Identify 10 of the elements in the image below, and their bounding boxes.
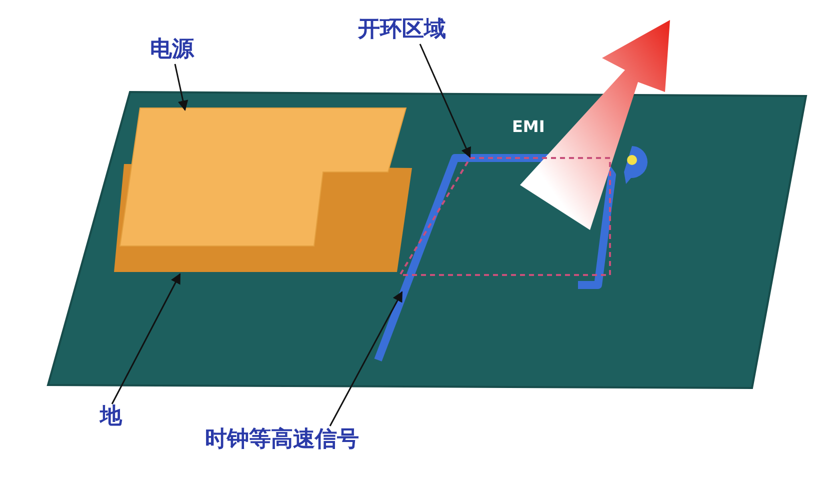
leader-line [174,64,188,112]
emi-label: EMI [512,118,545,136]
leader-line [419,44,471,158]
open-loop-area [398,155,613,277]
callout-label: 地 [100,405,122,430]
callout-label: 电源 [150,38,194,62]
leader-line [111,273,181,404]
leader-line [329,291,403,426]
callout-label: 时钟等高速信号 [205,428,359,452]
callout-label: 开环区域 [358,18,446,42]
